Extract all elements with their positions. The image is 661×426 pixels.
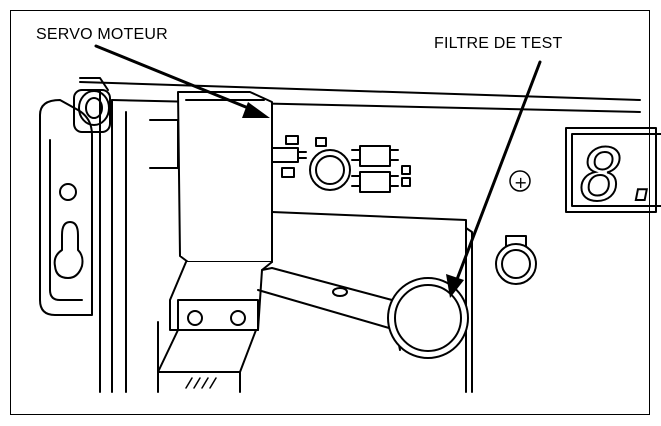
servo-motor [149,91,273,393]
test-filter [387,277,469,359]
figure-frame [10,10,650,415]
capacitor [495,235,537,285]
display-digits: 8. [580,133,661,217]
arrow-servo [94,44,260,114]
filter-housing [257,211,473,393]
arrow-filter-head [446,274,464,298]
arrow-filter [454,60,542,284]
arrow-servo-head [242,102,270,118]
circuit-components [271,135,411,193]
top-screw [73,77,111,133]
plus-terminal [509,170,531,192]
plus-symbol: + [514,173,527,192]
label-test-filter: FILTRE DE TEST [434,35,563,52]
digit-display [565,127,661,213]
chassis-panel [79,81,641,393]
label-servo-motor: SERVO MOTEUR [36,26,168,43]
